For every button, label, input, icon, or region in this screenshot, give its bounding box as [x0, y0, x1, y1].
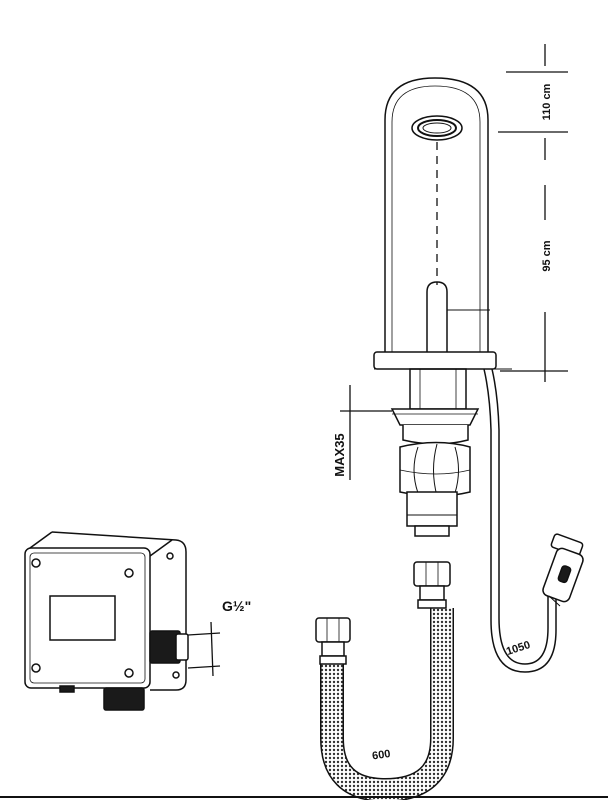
- control-box-label-window: [49, 595, 116, 641]
- control-box: [24, 531, 189, 711]
- mounting-shank: [409, 368, 467, 410]
- cable-outlet-icon: [103, 687, 145, 711]
- hose-fitting-right: [413, 561, 451, 609]
- threaded-connector: [406, 491, 458, 527]
- faucet-spout-outline: [384, 77, 489, 355]
- sensor-tube: [426, 281, 448, 355]
- sensor-cable: [483, 368, 557, 673]
- inlet-thread-label: G½": [222, 598, 251, 614]
- cable-connector-icon: [542, 533, 584, 607]
- screw-icon: [31, 558, 41, 568]
- hex-nut-icon: [399, 441, 471, 497]
- dimension-lines: [187, 44, 568, 677]
- spout-height-label: 110 cm: [541, 83, 553, 120]
- max-thickness-label: MAX35: [332, 433, 347, 476]
- hose-length-label: 600: [371, 748, 391, 762]
- mounting-washer: [390, 408, 480, 426]
- flexible-hose: [320, 608, 454, 800]
- cable-length-label: 1050: [505, 639, 532, 658]
- hose-fitting-left: [315, 617, 351, 665]
- faucet-spout-inner-line: [391, 85, 481, 355]
- base-plate: [373, 351, 497, 370]
- faucet-height-label: 95 cm: [541, 240, 553, 271]
- faucet: [373, 77, 512, 537]
